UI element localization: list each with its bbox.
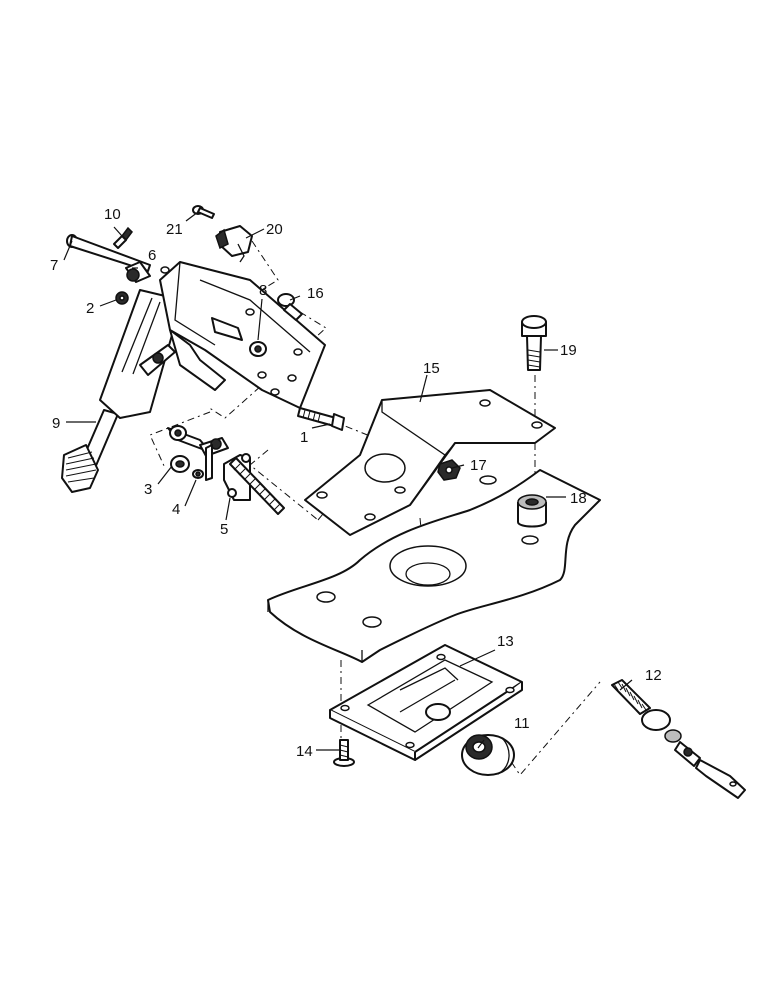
callout-13: 13: [497, 633, 514, 650]
callout-15: 15: [423, 360, 440, 377]
callout-14: 14: [296, 743, 313, 760]
shift-linkage: [167, 425, 285, 515]
callout-17: 17: [470, 457, 487, 474]
callout-10: 10: [104, 206, 121, 223]
callout-16: 16: [307, 285, 324, 302]
bushing: [125, 261, 151, 283]
callout-21: 21: [166, 221, 183, 238]
lower-cover-plate: [329, 644, 523, 761]
callout-labels: 1 2 3 4 5 6 7 8 9 10 11 12 13 14 15 16 1…: [50, 206, 662, 760]
spring-pin: [113, 226, 133, 249]
callout-4: 4: [172, 501, 180, 518]
switch-screw: [192, 205, 215, 219]
callout-7: 7: [50, 257, 58, 274]
bolt-short: [277, 293, 303, 321]
callout-2: 2: [86, 300, 94, 317]
lock-nut: [437, 459, 461, 481]
callout-18: 18: [570, 490, 587, 507]
upper-mounting-bracket: [304, 389, 556, 536]
callout-6: 6: [148, 247, 156, 264]
callout-12: 12: [645, 667, 662, 684]
neutral-switch: [215, 225, 253, 263]
callout-8: 8: [259, 282, 267, 299]
callout-1: 1: [300, 429, 308, 446]
nut-small: [115, 291, 129, 305]
callout-20: 20: [266, 221, 283, 238]
bolt-large: [521, 315, 547, 371]
shift-lever-assembly: [61, 261, 326, 493]
grommet: [461, 734, 515, 776]
control-cable: [611, 679, 746, 799]
bolt-long: [297, 407, 345, 431]
callout-19: 19: [560, 342, 577, 359]
callout-11: 11: [514, 715, 530, 732]
screw-small: [333, 739, 355, 767]
callout-3: 3: [144, 481, 152, 498]
callout-5: 5: [220, 521, 228, 538]
callout-leaders: [63, 211, 633, 751]
washer: [249, 341, 267, 357]
callout-9: 9: [52, 415, 60, 432]
spacer-bushing: [517, 494, 547, 528]
